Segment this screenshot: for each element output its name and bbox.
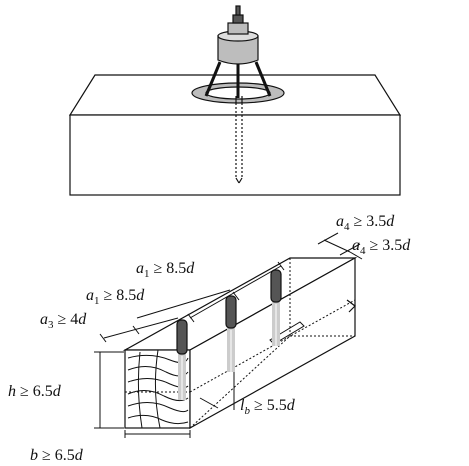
screw-1 [176, 319, 188, 400]
b-label: b ≥ 6.5d [30, 447, 84, 464]
beam-break-mark [346, 299, 356, 313]
a1-mid-label: a1 ≥ 8.5d [86, 287, 145, 307]
timber-block-front-face [69, 114, 401, 196]
a4-top-label: a4 ≥ 3.5d [336, 213, 395, 233]
a4-bottom-label: a4 ≥ 3.5d [352, 237, 411, 257]
installation-illustration [68, 5, 402, 196]
screw-3 [270, 269, 282, 346]
a3-label: a3 ≥ 4d [40, 311, 87, 331]
tool-legs [204, 61, 272, 98]
lb-label: lb ≥ 5.5d [240, 397, 296, 417]
tool-spindle [235, 5, 241, 16]
dimension-lines [94, 232, 363, 438]
beam-illustration [122, 256, 358, 430]
a1-top-label: a1 ≥ 8.5d [136, 260, 195, 280]
tool-cap [227, 22, 249, 35]
hidden-edges [125, 258, 356, 429]
end-grain-rings [127, 349, 189, 429]
screw-2 [225, 295, 237, 372]
embedded-screw [235, 103, 243, 184]
h-label: h ≥ 6.5d [8, 383, 62, 400]
tool-nut [232, 14, 244, 24]
tool-body [217, 35, 259, 65]
